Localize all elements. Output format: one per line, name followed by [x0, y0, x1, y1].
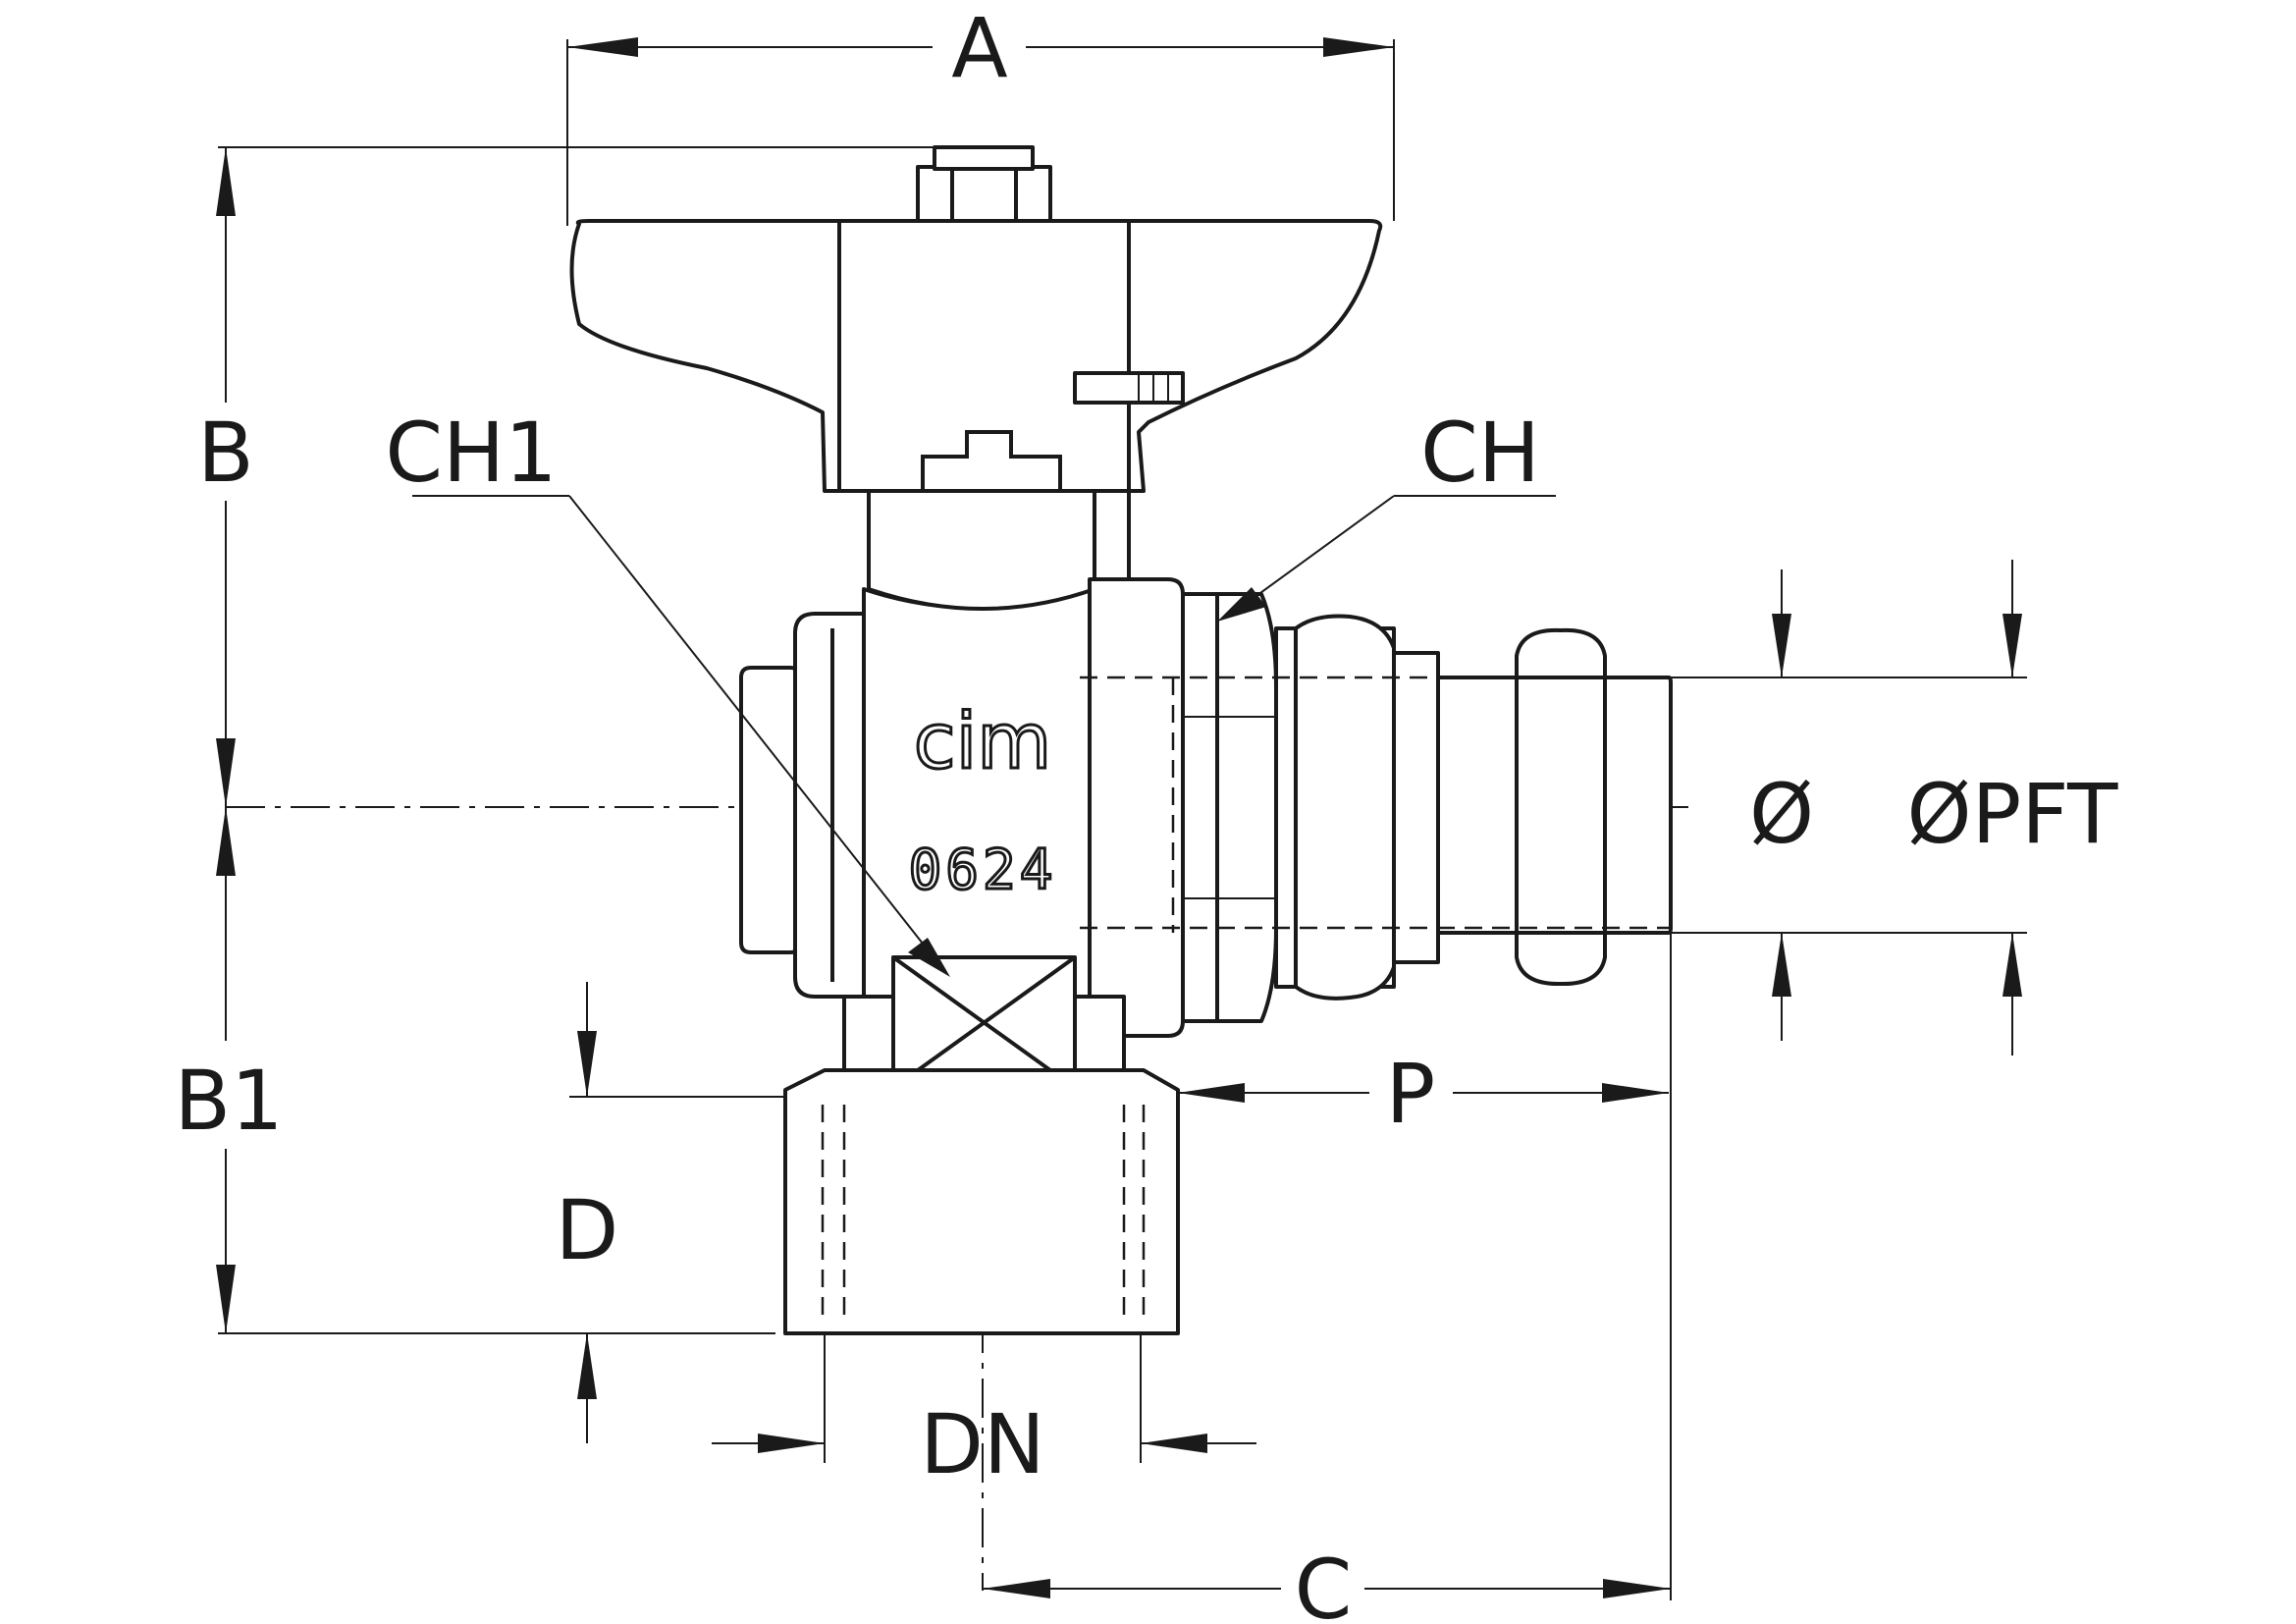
label-b1: B1: [174, 1053, 283, 1149]
label-b: B: [197, 405, 254, 501]
label-ch: CH: [1420, 405, 1540, 501]
dimension-labels: A B CH1 CH B1 D P DN C Ø ØPFT: [174, 0, 2118, 1624]
label-d: D: [556, 1182, 619, 1278]
label-p: P: [1386, 1046, 1436, 1142]
lower-connection: [783, 955, 1180, 1335]
valve-body: [739, 489, 1278, 1038]
label-ch1: CH1: [385, 405, 557, 501]
brand-marking: cim: [914, 698, 1052, 786]
label-phi: Ø: [1749, 766, 1814, 862]
label-phi-pft: ØPFT: [1907, 766, 2119, 862]
dimension-lines: [216, 37, 2027, 1600]
code-marking: 0624: [909, 839, 1057, 902]
label-dn: DN: [920, 1396, 1045, 1492]
press-fitting: [1080, 614, 1673, 1001]
label-c: C: [1295, 1542, 1353, 1624]
handle: [569, 145, 1383, 493]
label-a: A: [951, 0, 1007, 96]
